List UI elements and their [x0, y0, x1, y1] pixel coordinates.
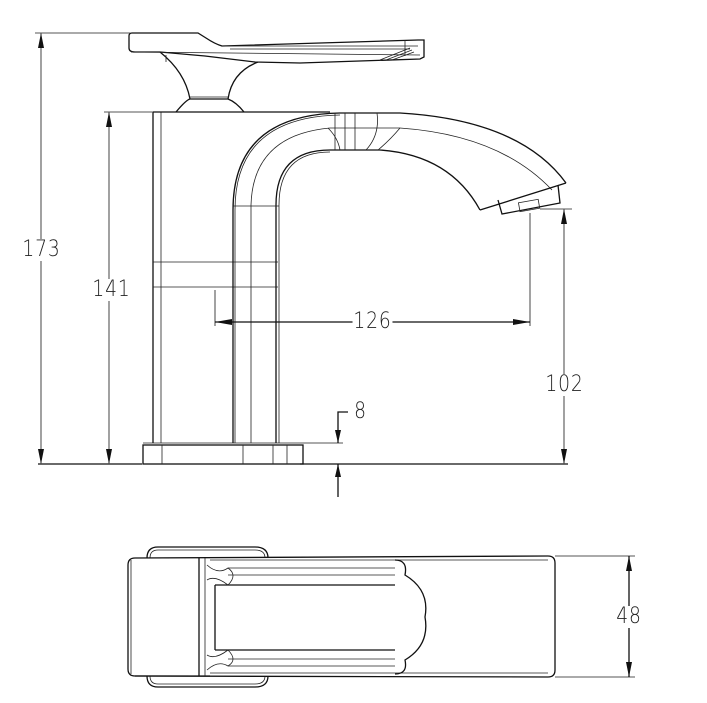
dimension-8: [303, 411, 348, 497]
body-column: [152, 111, 330, 443]
dimension-102: [540, 208, 572, 464]
label-body-height: 141: [91, 277, 132, 302]
spout: [232, 112, 567, 443]
label-spout-reach: 126: [352, 309, 393, 334]
label-spout-clearance: 102: [544, 372, 585, 397]
lever-handle: [128, 32, 425, 113]
side-elevation-view: [38, 32, 568, 465]
top-plan-view: [127, 546, 556, 688]
label-overall-height: 173: [21, 237, 62, 262]
base-plate: [142, 442, 304, 465]
label-plan-width: 48: [615, 604, 643, 629]
label-base-thickness: 8: [353, 399, 368, 424]
